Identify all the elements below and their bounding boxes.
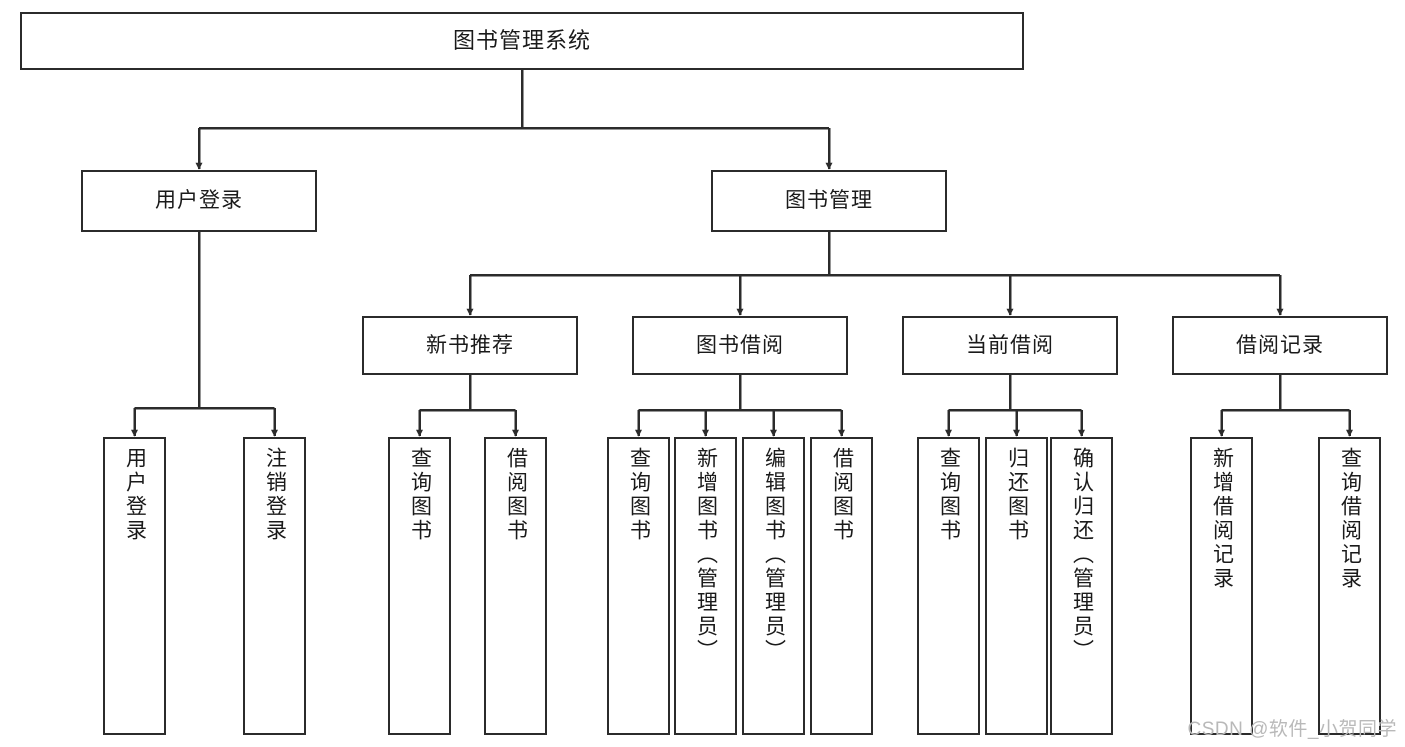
node-label: 新书推荐 [426,333,514,357]
node-leaf-user-logout[interactable]: 注销登录 [243,437,306,735]
node-label: 用户登录 [123,447,147,543]
node-book-manage[interactable]: 图书管理 [711,170,947,232]
node-label: 图书管理系统 [452,27,591,53]
node-label: 查询借阅记录 [1338,447,1362,591]
node-label: 图书借阅 [696,333,784,357]
node-label: 用户登录 [155,189,243,213]
node-new-book-rec[interactable]: 新书推荐 [362,316,578,375]
node-label: 借阅图书 [504,447,528,543]
node-label: 归还图书 [1005,447,1029,543]
node-label: 注销登录 [263,447,287,543]
node-label: 新增图书（管理员） [694,447,718,663]
node-leaf-rec-add-record[interactable]: 新增借阅记录 [1190,437,1253,735]
node-leaf-user-login[interactable]: 用户登录 [103,437,166,735]
node-label: 当前借阅 [966,333,1054,357]
node-label: 确认归还（管理员） [1070,447,1094,663]
node-label: 新增借阅记录 [1210,447,1234,591]
node-label: 借阅图书 [830,447,854,543]
node-label: 查询图书 [937,447,961,543]
node-borrow-record[interactable]: 借阅记录 [1172,316,1388,375]
node-label: 图书管理 [785,189,873,213]
node-leaf-cur-query-book[interactable]: 查询图书 [917,437,980,735]
node-leaf-borrow-add-book[interactable]: 新增图书（管理员） [674,437,737,735]
node-label: 编辑图书（管理员） [762,447,786,663]
watermark: CSDN @软件_小贺同学 [1187,719,1397,740]
node-user-login[interactable]: 用户登录 [81,170,317,232]
node-leaf-rec-query-book[interactable]: 查询图书 [388,437,451,735]
node-leaf-rec-query-record[interactable]: 查询借阅记录 [1318,437,1381,735]
node-leaf-cur-confirm-return[interactable]: 确认归还（管理员） [1050,437,1113,735]
node-label: 查询图书 [627,447,651,543]
node-book-borrow[interactable]: 图书借阅 [632,316,848,375]
node-leaf-borrow-edit-book[interactable]: 编辑图书（管理员） [742,437,805,735]
node-leaf-rec-borrow-book[interactable]: 借阅图书 [484,437,547,735]
node-leaf-borrow-lend-book[interactable]: 借阅图书 [810,437,873,735]
node-leaf-borrow-query-book[interactable]: 查询图书 [607,437,670,735]
node-leaf-cur-return-book[interactable]: 归还图书 [985,437,1048,735]
node-label: 借阅记录 [1236,333,1324,357]
node-root-root[interactable]: 图书管理系统 [20,12,1024,70]
node-label: 查询图书 [408,447,432,543]
node-current-borrow[interactable]: 当前借阅 [902,316,1118,375]
